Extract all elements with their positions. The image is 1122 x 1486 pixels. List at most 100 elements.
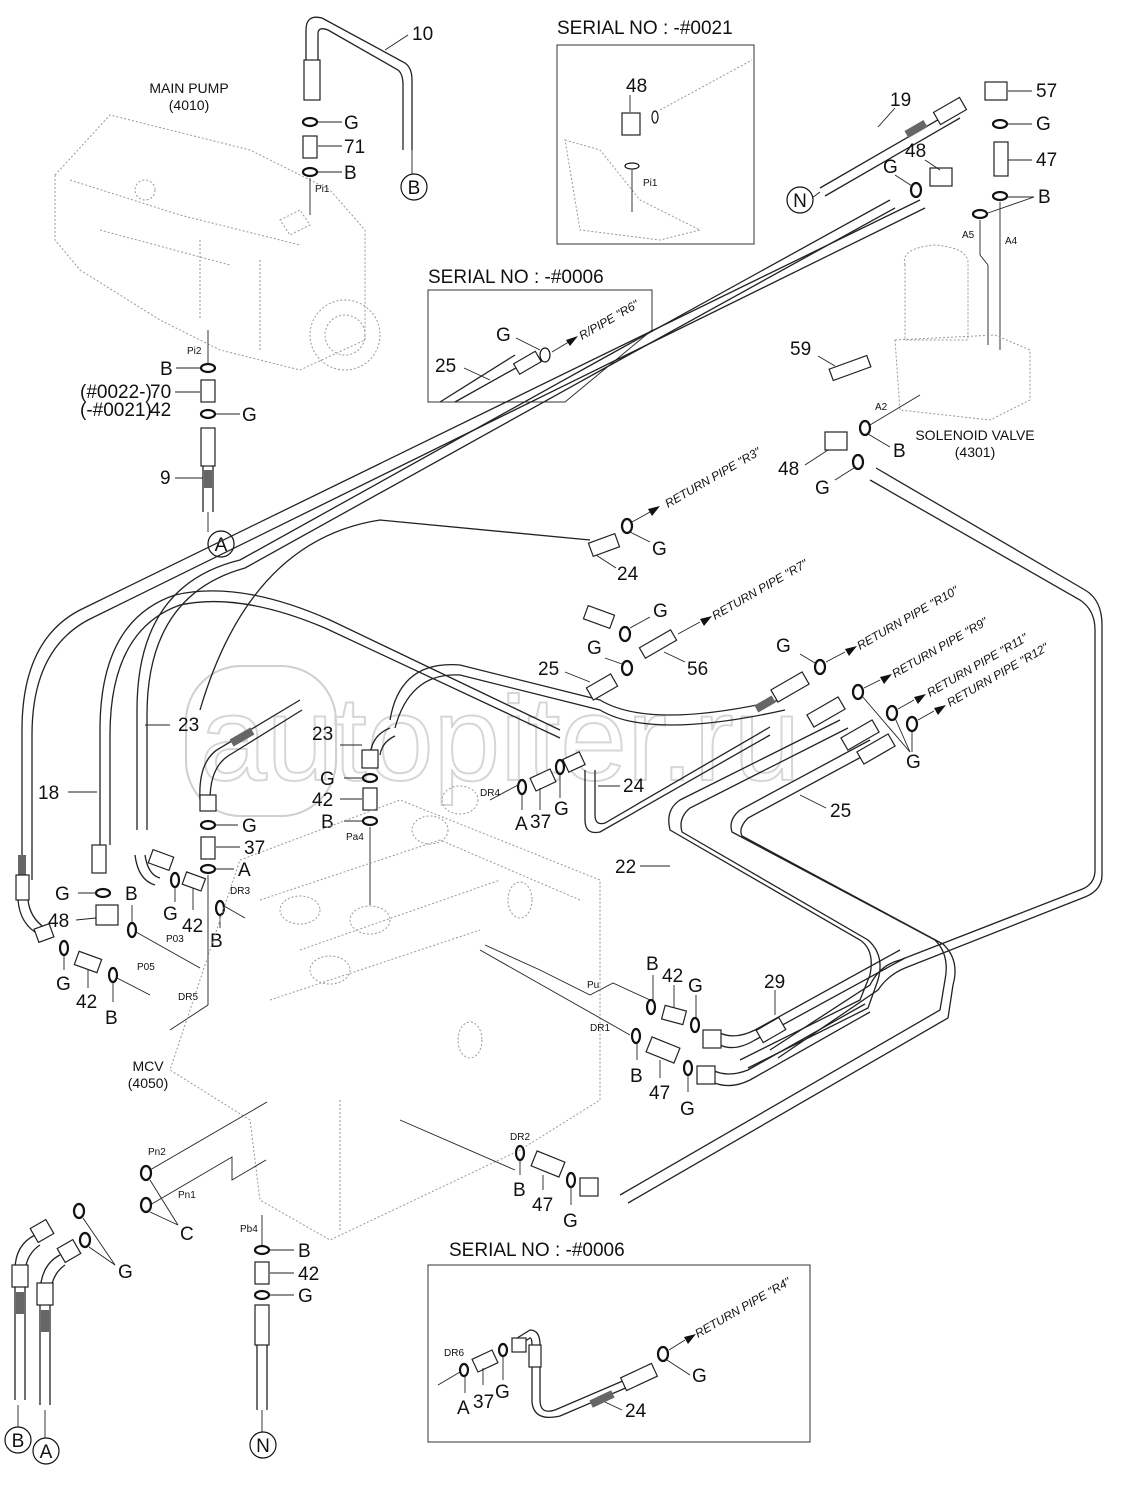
mcv-drawing xyxy=(169,785,601,1241)
dr4-stack: DR4 A 37 G 24 xyxy=(480,751,645,835)
watermark-text: autopiter.ru xyxy=(200,672,800,806)
inset-title: SERIAL NO : -#0021 xyxy=(557,18,733,39)
port-p05: P05 xyxy=(137,962,155,973)
callout-g: G xyxy=(1036,114,1051,135)
o-ring-g xyxy=(689,1016,701,1034)
o-ring-g xyxy=(78,1231,92,1249)
port-a2: A2 xyxy=(875,402,888,413)
o-ring-g xyxy=(813,658,827,676)
callout-g: G xyxy=(496,325,511,346)
port-pa4: Pa4 xyxy=(346,832,364,843)
callout-b: B xyxy=(893,441,906,462)
callout-48: 48 xyxy=(778,459,799,480)
o-ring-b xyxy=(107,966,119,984)
fitting-37 xyxy=(529,768,557,792)
fitting-71 xyxy=(302,135,318,159)
o-ring-g xyxy=(656,1345,670,1363)
callout-71: 71 xyxy=(344,137,365,158)
callout-c: C xyxy=(180,1224,194,1245)
o-ring-a xyxy=(458,1362,470,1378)
callout-48: 48 xyxy=(48,911,69,932)
callout-24: 24 xyxy=(623,776,645,797)
callout-25: 25 xyxy=(435,356,456,377)
callout-g: G xyxy=(242,405,257,426)
watermark-logo xyxy=(185,665,337,817)
callout-g: G xyxy=(163,904,178,925)
connector-a-label: A xyxy=(40,1442,53,1463)
connector-b-label: B xyxy=(12,1431,25,1452)
bolt-59: 59 xyxy=(790,339,872,382)
o-ring-b xyxy=(645,998,657,1016)
o-ring-b xyxy=(514,1144,526,1162)
callout-37: 37 xyxy=(530,812,551,833)
callout-10: 10 xyxy=(412,24,433,45)
main-pump-name: MAIN PUMP xyxy=(149,80,228,96)
solenoid-valve-code: (4301) xyxy=(955,444,995,460)
fitting-42 xyxy=(73,950,103,974)
callout-g: G xyxy=(56,974,71,995)
fitting-42 xyxy=(660,1004,688,1026)
mcv-code: (4050) xyxy=(128,1075,168,1091)
hose-end-25 xyxy=(512,350,543,376)
callout-b: B xyxy=(125,884,138,905)
main-pump-drawing xyxy=(54,114,381,371)
callout-g: G xyxy=(776,636,791,657)
connector-b xyxy=(400,173,428,201)
callout-g: G xyxy=(118,1262,133,1283)
callout-9: 9 xyxy=(160,468,171,489)
o-ring-g xyxy=(909,181,923,199)
callout-42: 42 xyxy=(662,966,683,987)
callout-25: 25 xyxy=(830,801,851,822)
connector-b-label: B xyxy=(408,178,421,199)
o-ring-b xyxy=(199,362,217,374)
fitting-42 xyxy=(181,871,207,892)
callout-22: 22 xyxy=(615,857,636,878)
o-ring-g xyxy=(361,772,379,784)
callout-42: 42 xyxy=(312,790,333,811)
elbow-48 xyxy=(95,904,119,926)
port-pi1: Pi1 xyxy=(315,184,330,195)
callout-25: 25 xyxy=(538,659,559,680)
o-ring-g xyxy=(618,625,632,643)
o-ring-g xyxy=(885,704,899,722)
elbow-48 xyxy=(929,167,953,187)
callout-47: 47 xyxy=(532,1195,553,1216)
check-valve-47 xyxy=(530,1150,566,1178)
o-ring-a xyxy=(199,863,217,875)
callout-47: 47 xyxy=(1036,150,1057,171)
port-dr2: DR2 xyxy=(510,1132,530,1143)
callout-56: 56 xyxy=(687,659,708,680)
fitting-37 xyxy=(200,836,216,860)
serial-newer: (#0022-) xyxy=(80,382,152,403)
callout-g: G xyxy=(680,1099,695,1120)
o-ring-g xyxy=(851,453,865,471)
o-ring-g xyxy=(682,1059,694,1077)
o-ring-g xyxy=(497,1342,509,1358)
port-p03: P03 xyxy=(166,934,184,945)
watermark: autopiter.ru xyxy=(185,665,801,817)
center-left-stack: G 37 A DR5 xyxy=(169,699,303,1031)
o-ring-g xyxy=(253,1289,271,1301)
o-ring-b xyxy=(630,1027,642,1045)
o-ring-b xyxy=(991,190,1009,202)
port-pn2: Pn2 xyxy=(148,1147,166,1158)
port-dr5: DR5 xyxy=(178,992,198,1003)
pi1-fittings: G 71 B Pi1 xyxy=(301,113,365,215)
o-ring-g xyxy=(58,939,70,957)
pu-dr1-dr2-stacks: Pu B 42 G 29 DR1 B 47 G DR2 B 47 xyxy=(399,944,906,1232)
inset-serial-0006-r4: SERIAL NO : -#0006 DR6 A 37 G 24 G RETUR… xyxy=(427,1240,811,1443)
callout-37: 37 xyxy=(244,838,265,859)
port-pb4: Pb4 xyxy=(240,1224,258,1235)
pipe-19: 19 N xyxy=(786,90,968,214)
port-pi2: Pi2 xyxy=(187,346,202,357)
o-ring-g xyxy=(169,871,181,889)
o-ring-g xyxy=(991,118,1009,130)
callout-g: G xyxy=(815,478,830,499)
fitting-70-42 xyxy=(200,379,216,403)
fitting-42 xyxy=(362,787,378,811)
o-ring-g xyxy=(94,887,112,899)
callout-42: 42 xyxy=(182,916,203,937)
o-ring-g xyxy=(565,1171,577,1189)
check-valve-47 xyxy=(645,1036,681,1064)
